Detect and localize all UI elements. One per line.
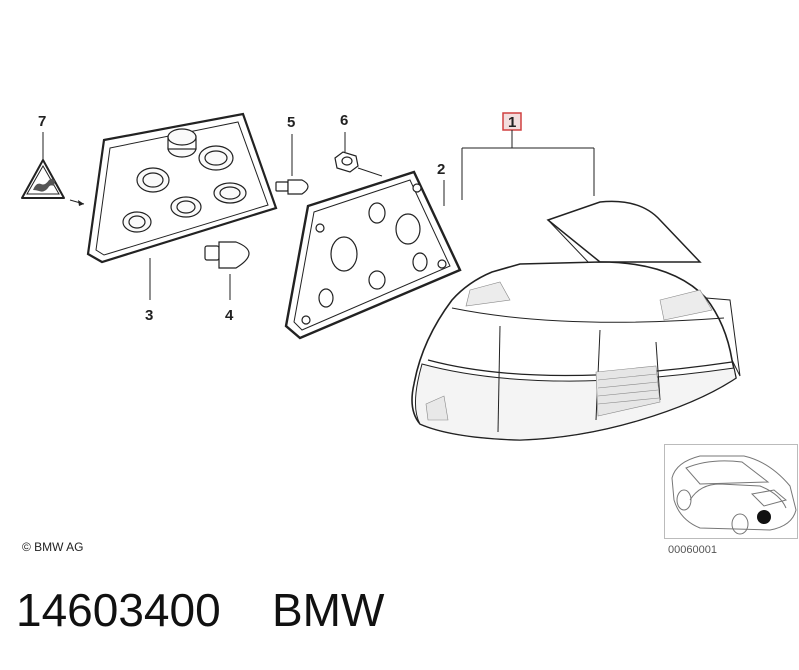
gasket-part-2 [284,170,462,340]
callout-6[interactable]: 6 [340,112,348,129]
small-bulb-part-5 [275,179,309,195]
callout-5[interactable]: 5 [287,114,295,131]
part-number: 14603400 [16,584,221,636]
nut-part-6 [334,151,359,173]
callout-4[interactable]: 4 [225,307,234,324]
callout-1[interactable]: 1 [508,114,516,131]
callout-2[interactable]: 2 [437,161,445,178]
copyright-text: © BMW AG [22,540,84,554]
large-bulb-part-4 [204,241,250,269]
leader-line-1 [461,130,595,200]
callout-3[interactable]: 3 [145,307,153,324]
warning-triangle-icon [21,159,65,199]
brand-name: BMW [272,584,385,636]
bulb-holder-part-3 [86,112,278,264]
callout-7[interactable]: 7 [38,113,46,130]
inset-vehicle-location-illustration [664,444,798,539]
location-marker-icon [757,510,771,524]
taillight-assembly-part-1 [411,200,741,441]
diagram-reference-code: 00060001 [668,544,717,556]
